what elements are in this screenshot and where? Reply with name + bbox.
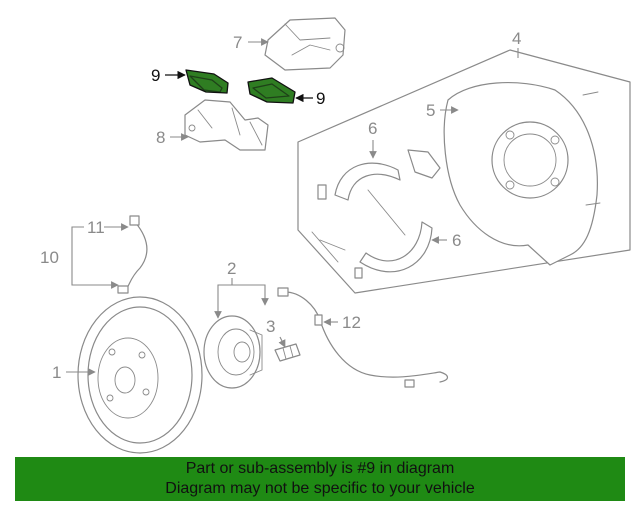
- callout-4: 4: [512, 29, 521, 48]
- callout-3: 3: [266, 317, 275, 336]
- callout-7: 7: [233, 33, 242, 52]
- leader-lines: [66, 38, 519, 376]
- brake-pad-outer: [247, 77, 296, 104]
- banner-line-disclaimer: Diagram may not be specific to your vehi…: [165, 480, 475, 497]
- banner-line-part: Part or sub-assembly is #9 in diagram: [185, 460, 455, 477]
- caliper-bracket: [184, 99, 269, 151]
- wheel-speed-sensor-harness: [117, 215, 148, 294]
- callout-11: 11: [87, 218, 105, 237]
- info-banner: Part or sub-assembly is #9 in diagram Di…: [15, 457, 625, 501]
- callout-6-upper: 6: [368, 119, 377, 138]
- wheel-stud: [274, 343, 301, 362]
- brake-assembly-diagram: 1 2 3 4 5 6 6 7 8 9 9 10 11 12: [40, 17, 631, 454]
- brake-rotor: [77, 296, 203, 454]
- backing-plate: [443, 82, 601, 266]
- parking-brake-hardware: [311, 149, 441, 279]
- hub-bearing-assembly: [203, 315, 263, 389]
- callout-9-right: 9: [316, 89, 325, 108]
- leader-lines-highlight: [165, 70, 313, 103]
- brake-pad-inner: [185, 69, 229, 94]
- callout-1: 1: [52, 363, 61, 382]
- callout-10: 10: [40, 248, 59, 267]
- callout-8: 8: [156, 128, 165, 147]
- callout-6-lower: 6: [452, 231, 461, 250]
- parking-brake-shoe-upper: [334, 162, 401, 201]
- brake-caliper: [264, 17, 346, 71]
- backing-plate-group-outline: [297, 49, 631, 294]
- sensor-cable: [277, 287, 449, 388]
- callout-5: 5: [426, 101, 435, 120]
- callout-2: 2: [227, 259, 236, 278]
- parking-brake-shoe-lower: [359, 221, 433, 273]
- callout-12: 12: [342, 313, 361, 332]
- callout-9-left: 9: [151, 66, 160, 85]
